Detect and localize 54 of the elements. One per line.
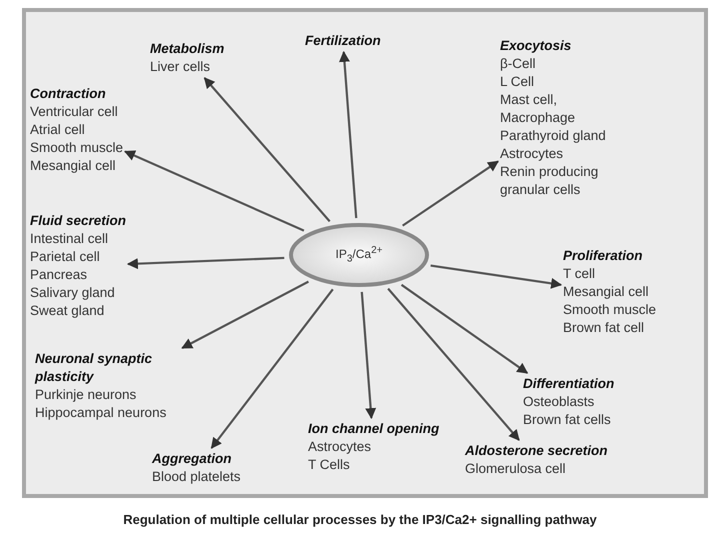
cell-type-label: Astrocytes <box>308 438 372 456</box>
cell-type-label: Purkinje neurons <box>35 386 138 404</box>
ellipse-node <box>288 222 430 288</box>
process-heading: Fertilization <box>305 32 381 50</box>
cell-type-label: Pancreas <box>30 266 88 284</box>
cell-type-label: Hippocampal neurons <box>35 404 168 422</box>
cell-type-label: Mesangial cell <box>563 283 650 301</box>
process-heading: Differentiation <box>523 375 614 393</box>
cell-type-label: Renin producing granular cells <box>500 163 600 199</box>
arrow <box>124 150 304 232</box>
process-heading: Ion channel opening <box>308 420 440 438</box>
cell-type-label: T cell <box>563 265 596 283</box>
cell-type-label: Brown fat cell <box>563 319 646 337</box>
cell-type-label: Mast cell, <box>500 91 558 109</box>
cell-type-label: Glomerulosa cell <box>465 460 567 478</box>
arrow <box>402 160 499 227</box>
process-heading: Neuronal synaptic plasticity <box>35 350 154 386</box>
cell-type-label: Astrocytes <box>500 145 564 163</box>
process-heading: Contraction <box>30 85 107 103</box>
process-heading: Exocytosis <box>500 37 572 55</box>
arrow <box>338 50 358 218</box>
cell-type-label: β-Cell <box>500 55 537 73</box>
cell-type-label: T Cells <box>308 456 351 474</box>
cell-type-label: Salivary gland <box>30 284 116 302</box>
arrow <box>210 288 334 449</box>
cell-type-label: Parathyroid gland <box>500 127 607 145</box>
cell-type-label: L Cell <box>500 73 536 91</box>
process-heading: Metabolism <box>150 40 224 58</box>
cell-type-label: Osteoblasts <box>523 393 596 411</box>
cell-type-label: Smooth muscle <box>563 301 656 319</box>
cell-type-label: Smooth muscle <box>30 139 124 157</box>
cell-type-label: Blood platelets <box>152 468 241 486</box>
cell-type-label: Liver cells <box>150 58 212 76</box>
arrow <box>126 256 284 270</box>
arrow <box>400 284 528 374</box>
process-heading: Aldosterone secretion <box>465 442 608 460</box>
arrow <box>204 77 331 222</box>
cell-type-label: Intestinal cell <box>30 230 110 248</box>
process-heading: Aggregation <box>152 450 232 468</box>
cell-type-label: Brown fat cells <box>523 411 612 429</box>
arrow <box>360 292 376 420</box>
center-label: IP$_{3}$/Ca$^{2+}$ <box>336 244 382 266</box>
cell-type-label: Parietal cell <box>30 248 101 266</box>
cell-type-label: Atrial cell <box>30 121 86 139</box>
arrow <box>181 280 309 349</box>
process-heading: Fluid secretion <box>30 212 126 230</box>
cell-type-label: Macrophage <box>500 109 576 127</box>
caption: Regulation of multiple cellular processes by the IP3/Ca2+ signalling pathway <box>122 512 598 527</box>
cell-type-label: Sweat gland <box>30 302 106 320</box>
cell-type-label: Mesangial cell <box>30 157 117 175</box>
process-heading: Proliferation <box>563 247 644 265</box>
cell-type-label: Ventricular cell <box>30 103 119 121</box>
arrow <box>387 288 520 441</box>
arrow <box>430 264 562 289</box>
